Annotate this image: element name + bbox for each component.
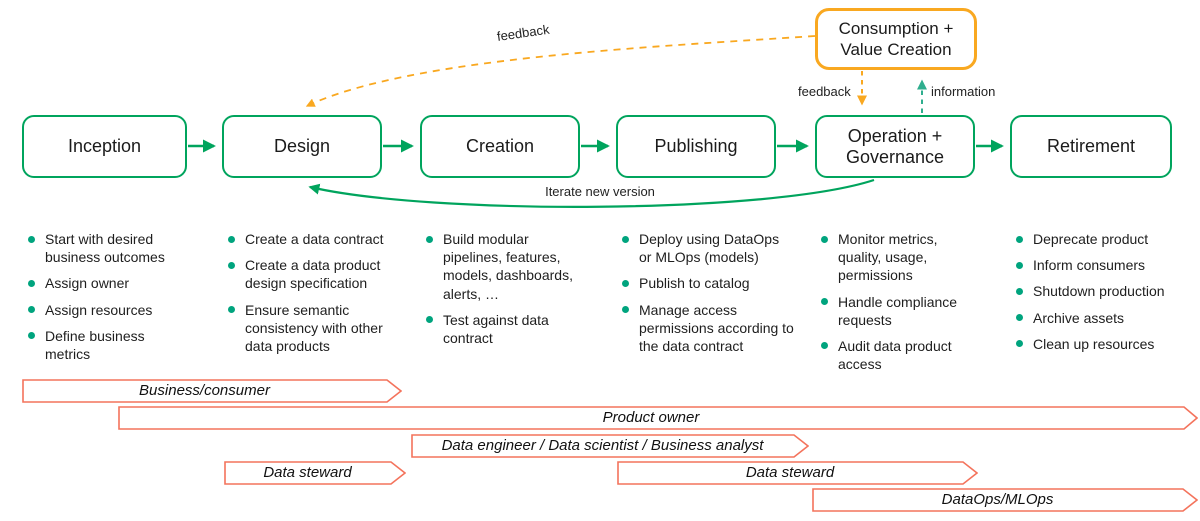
consumption-box-label: Consumption + Value Creation <box>838 18 954 59</box>
iterate-new-version-arrow <box>308 178 875 208</box>
bullet-item: Clean up resources <box>1010 335 1185 353</box>
bullets-operation-governance: Monitor metrics, quality, usage, permiss… <box>815 230 980 381</box>
bullet-item: Test against data contract <box>420 311 583 347</box>
stage-box-operation-governance: Operation + Governance <box>815 115 975 178</box>
bullet-item: Audit data product access <box>815 337 980 373</box>
role-bar-product-owner: Product owner <box>118 406 1198 430</box>
chevron-bar-shape <box>22 379 402 403</box>
bullet-item: Assign owner <box>22 274 190 292</box>
bullet-item: Inform consumers <box>1010 256 1185 274</box>
stage-label: Inception <box>67 136 142 157</box>
bullet-item: Archive assets <box>1010 309 1185 327</box>
bullet-item: Monitor metrics, quality, usage, permiss… <box>815 230 980 285</box>
role-bar-dataops-mlops: DataOps/MLOps <box>812 488 1198 512</box>
stage-label: Design <box>273 136 331 157</box>
bullets-creation: Build modular pipelines, features, model… <box>420 230 583 355</box>
role-label: DataOps/MLOps <box>941 491 1054 508</box>
feedback-drop-label: feedback <box>798 84 851 99</box>
bullets-design: Create a data contract Create a data pro… <box>222 230 403 363</box>
information-label: information <box>931 84 996 99</box>
bullet-item: Deprecate product <box>1010 230 1185 248</box>
stage-box-creation: Creation <box>420 115 580 178</box>
bullet-item: Ensure semantic consistency with other d… <box>222 301 403 356</box>
stage-box-inception: Inception <box>22 115 187 178</box>
stage-label: Creation <box>465 136 535 157</box>
stage-label: Operation + Governance <box>845 125 945 167</box>
bullet-item: Create a data product design specificati… <box>222 256 403 292</box>
stage-box-design: Design <box>222 115 382 178</box>
stage-label: Retirement <box>1046 136 1136 157</box>
role-bar-business-consumer: Business/consumer <box>22 379 402 403</box>
bullet-item: Build modular pipelines, features, model… <box>420 230 583 303</box>
role-label: Data steward <box>745 464 835 481</box>
role-label: Data engineer / Data scientist / Busines… <box>441 437 764 454</box>
bullets-publishing: Deploy using DataOps or MLOps (models) P… <box>616 230 794 363</box>
chevron-bar-shape <box>118 406 1198 430</box>
role-bar-data-steward-2: Data steward <box>617 461 978 485</box>
chevron-bar-shape <box>224 461 406 485</box>
bullet-item: Shutdown production <box>1010 282 1185 300</box>
chevron-bar-shape <box>411 434 809 458</box>
bullet-item: Manage access permissions according to t… <box>616 301 794 356</box>
bullet-item: Start with desired business outcomes <box>22 230 190 266</box>
bullets-retirement: Deprecate product Inform consumers Shutd… <box>1010 230 1185 361</box>
feedback-curve-arrow <box>305 35 816 107</box>
bullet-item: Define business metrics <box>22 327 190 363</box>
bullets-inception: Start with desired business outcomes Ass… <box>22 230 190 371</box>
bullet-item: Assign resources <box>22 301 190 319</box>
iterate-new-version-label: Iterate new version <box>545 184 655 199</box>
role-label: Business/consumer <box>139 382 270 399</box>
stage-box-retirement: Retirement <box>1010 115 1172 178</box>
bullet-item: Deploy using DataOps or MLOps (models) <box>616 230 794 266</box>
stage-label: Publishing <box>654 136 738 157</box>
bullet-item: Handle compliance requests <box>815 293 980 329</box>
role-label: Data steward <box>263 464 352 481</box>
role-bar-data-steward-1: Data steward <box>224 461 406 485</box>
role-bar-data-engineer-scientist-analyst: Data engineer / Data scientist / Busines… <box>411 434 809 458</box>
bullet-item: Publish to catalog <box>616 274 794 292</box>
stage-box-publishing: Publishing <box>616 115 776 178</box>
role-label: Product owner <box>602 409 700 426</box>
chevron-bar-shape <box>812 488 1198 512</box>
consumption-value-creation-box: Consumption + Value Creation <box>815 8 977 70</box>
bullet-item: Create a data contract <box>222 230 403 248</box>
chevron-bar-shape <box>617 461 978 485</box>
